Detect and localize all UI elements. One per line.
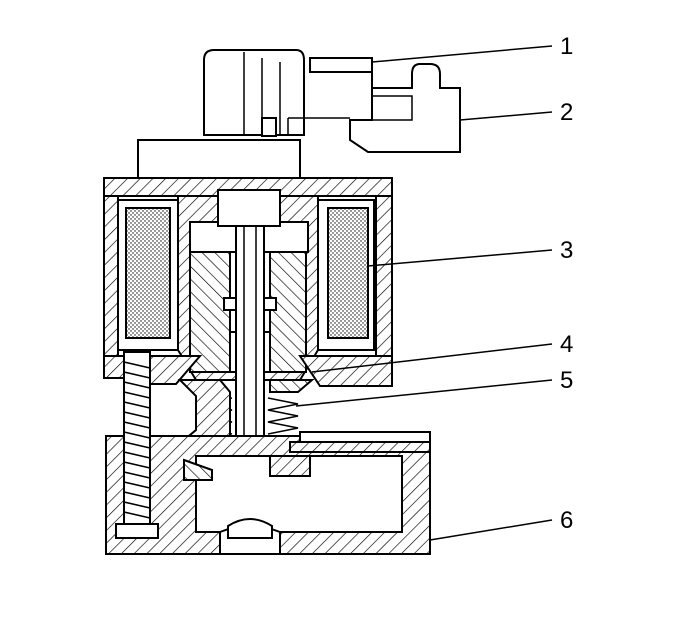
leader-1 [371, 45, 553, 63]
mounting-bolt [115, 351, 159, 539]
callout-labels: 1 2 3 4 5 6 [560, 33, 573, 534]
electrical-connector [287, 57, 461, 153]
leader-3 [367, 249, 553, 267]
callout-3: 3 [560, 237, 573, 264]
housing-cover [103, 139, 393, 197]
valve-base-body [105, 431, 431, 555]
callout-6: 6 [560, 507, 573, 534]
leader-6 [429, 519, 553, 541]
leader-4 [311, 343, 553, 373]
leader-lines [295, 45, 553, 541]
leader-2 [459, 111, 553, 121]
callout-1: 1 [560, 33, 573, 60]
callout-4: 4 [560, 331, 573, 358]
solenoid-coil-right [327, 207, 369, 339]
callout-2: 2 [560, 99, 573, 126]
solenoid-coil-left [125, 207, 171, 339]
leader-5 [295, 379, 553, 407]
callout-5: 5 [560, 367, 573, 394]
connector-cap [203, 49, 305, 137]
